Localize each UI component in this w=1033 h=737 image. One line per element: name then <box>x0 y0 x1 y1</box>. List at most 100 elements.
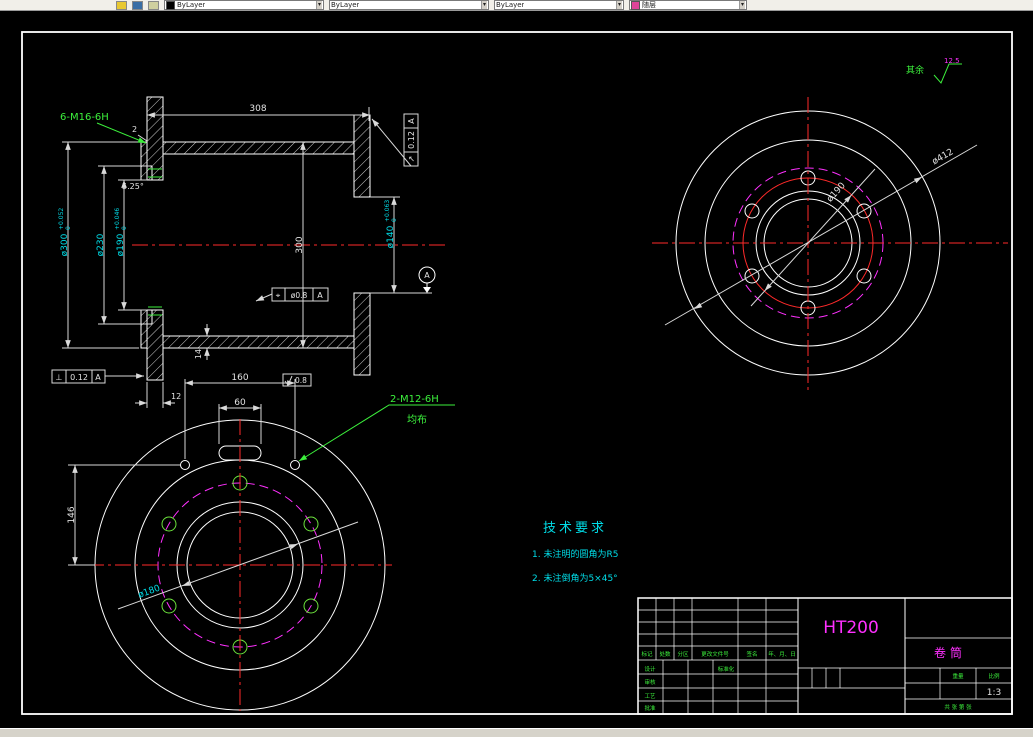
qiyu-label: 其余 <box>906 64 924 76</box>
tech-requirements: 技术要求 1. 未注明的圆角为R5 2. 未注倒角为5×45° <box>532 521 618 584</box>
svg-text:处数: 处数 <box>659 650 671 658</box>
dim-308: 308 <box>249 104 266 114</box>
svg-text:0.8: 0.8 <box>295 376 307 385</box>
svg-text:0: 0 <box>121 226 128 230</box>
svg-text:审核: 审核 <box>644 678 656 686</box>
layer-combo[interactable]: ByLayer ▾ <box>164 0 324 10</box>
chevron-down-icon[interactable]: ▾ <box>738 1 745 9</box>
centerlines <box>652 97 1008 391</box>
chevron-down-icon[interactable]: ▾ <box>480 1 487 9</box>
dim-dia230: ø230 <box>96 233 106 256</box>
svg-text:ø190: ø190 <box>116 233 126 256</box>
m16-thread-marks <box>148 168 162 316</box>
dim-146: 146 <box>67 506 77 523</box>
svg-text:分区: 分区 <box>677 650 689 658</box>
svg-text:300: 300 <box>295 236 305 253</box>
chevron-down-icon[interactable]: ▾ <box>615 1 622 9</box>
make-block-icon[interactable] <box>116 1 127 10</box>
surface-finish-note: 其余 12.5 <box>906 57 962 84</box>
layer-color-swatch <box>166 0 175 10</box>
svg-text:0: 0 <box>65 226 72 230</box>
dim-dia190: ø190 +0.046 0 <box>114 208 128 257</box>
tech-line-1: 1. 未注明的圆角为R5 <box>532 548 618 560</box>
color-combo-value: ByLayer <box>331 1 360 9</box>
status-strip <box>0 728 1033 737</box>
dim-12: 12 <box>171 392 181 401</box>
roughness-callout: 0.8 <box>282 373 312 387</box>
svg-text:签名: 签名 <box>746 650 757 658</box>
m12-hole <box>290 460 300 470</box>
svg-text:146: 146 <box>67 506 77 523</box>
tech-title: 技术要求 <box>543 521 607 536</box>
svg-text:共 张 第 张: 共 张 第 张 <box>944 703 972 711</box>
dim-dia140: ø140 +0.063 0 <box>384 200 398 249</box>
layer-combo-value: ByLayer <box>177 1 206 9</box>
svg-text:0: 0 <box>391 218 398 222</box>
title-block: 标记 处数 分区 更改文件号 签名 年、月、日 设计 审核 工艺 批准 标准化 … <box>637 597 1013 715</box>
plotstyle-swatch <box>631 0 640 10</box>
fcf-perpendicularity: ⊥ 0.12 A <box>51 369 144 384</box>
svg-text:+0.046: +0.046 <box>114 208 121 230</box>
layer-properties-icon[interactable] <box>148 1 159 10</box>
svg-text:工艺: 工艺 <box>644 693 656 700</box>
section-view: 308 2 5.25° ø300 +0.052 0 ø230 <box>51 96 445 408</box>
svg-text:A: A <box>95 373 101 382</box>
svg-text:年、月、日: 年、月、日 <box>768 650 796 658</box>
dim-300: 300 <box>295 236 305 253</box>
label-m16: 6-M16-6H <box>60 112 109 123</box>
svg-text:设计: 设计 <box>644 665 656 673</box>
insert-block-icon[interactable] <box>132 1 143 10</box>
linetype-combo[interactable]: ByLayer ▾ <box>494 0 624 10</box>
fcf-runout: ↗ 0.12 A <box>371 113 419 167</box>
svg-text:重量: 重量 <box>952 672 964 680</box>
dim-60: 60 <box>234 398 246 408</box>
plotstyle-combo-value: 随层 <box>642 1 656 9</box>
svg-text:比例: 比例 <box>988 672 1000 680</box>
bolt-holes <box>161 475 319 655</box>
svg-text:⊥: ⊥ <box>56 373 63 382</box>
scale-value: 1:3 <box>987 688 1001 698</box>
svg-text:批准: 批准 <box>644 704 656 712</box>
dim-dia300: ø300 +0.052 0 <box>58 208 72 257</box>
color-combo[interactable]: ByLayer ▾ <box>329 0 489 10</box>
svg-text:ø230: ø230 <box>96 233 106 256</box>
plotstyle-combo[interactable]: 随层 ▾ <box>629 0 747 10</box>
material-label: HT200 <box>823 618 879 638</box>
svg-text:A: A <box>317 291 323 300</box>
tech-line-2: 2. 未注倒角为5×45° <box>532 572 618 584</box>
fcf-position: ⌖ ø0.8 A <box>255 287 329 302</box>
svg-text:↗: ↗ <box>407 156 416 163</box>
dim-dia190-view: ø190 <box>825 181 848 205</box>
label-junbu: 均布 <box>407 414 427 426</box>
svg-text:A: A <box>424 271 430 280</box>
chevron-down-icon[interactable]: ▾ <box>315 1 322 9</box>
svg-text:A: A <box>407 118 416 124</box>
svg-text:0.12: 0.12 <box>407 131 416 149</box>
svg-text:+0.063: +0.063 <box>384 200 391 222</box>
linetype-combo-value: ByLayer <box>496 1 525 9</box>
svg-text:+0.052: +0.052 <box>58 208 65 230</box>
svg-text:更改文件号: 更改文件号 <box>701 650 729 658</box>
svg-text:⌖: ⌖ <box>276 291 281 300</box>
svg-text:ø140: ø140 <box>386 225 396 248</box>
label-m12: 2-M12-6H <box>390 394 439 405</box>
bottom-left-view: 160 60 146 ø180 2-M12-6H 均布 <box>67 373 455 711</box>
properties-toolbar: ByLayer ▾ ByLayer ▾ ByLayer ▾ 随层 ▾ <box>0 0 1033 11</box>
top-right-view: ø412 ø190 <box>652 97 1008 391</box>
roughness-value: 12.5 <box>944 57 960 65</box>
svg-text:标记: 标记 <box>641 650 653 658</box>
svg-text:ø0.8: ø0.8 <box>291 291 308 300</box>
dim-14: 14 <box>194 349 203 359</box>
cad-canvas[interactable]: 308 2 5.25° ø300 +0.052 0 ø230 <box>0 11 1033 728</box>
drawing-svg: 308 2 5.25° ø300 +0.052 0 ø230 <box>21 31 1013 715</box>
m12-hole <box>180 460 190 470</box>
svg-text:0.12: 0.12 <box>70 373 88 382</box>
svg-text:ø190: ø190 <box>825 181 848 205</box>
dim-2: 2 <box>132 125 137 134</box>
svg-text:ø300: ø300 <box>60 233 70 256</box>
dim-angle: 5.25° <box>122 182 144 191</box>
svg-text:标准化: 标准化 <box>718 665 735 673</box>
dim-160: 160 <box>231 373 248 383</box>
roughness-symbol-icon <box>933 63 962 84</box>
